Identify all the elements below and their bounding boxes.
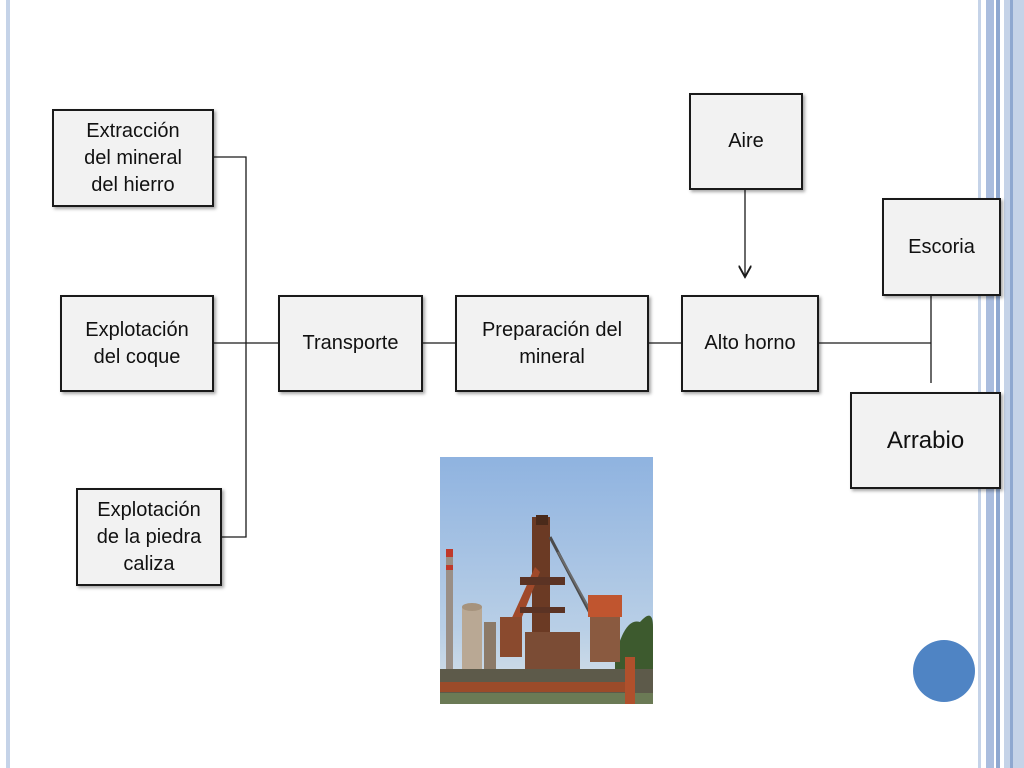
right-stripe-line — [1010, 0, 1013, 768]
blast-furnace-illustration — [440, 457, 653, 704]
right-stripe-dark — [996, 0, 1000, 768]
right-stripe-edge — [1004, 0, 1024, 768]
left-stripe — [6, 0, 10, 768]
node-preparacion: Preparación del mineral — [455, 295, 649, 392]
connector-extraccion — [214, 156, 247, 343]
right-stripe-thin — [978, 0, 981, 768]
connector-caliza — [222, 343, 247, 538]
accent-dot — [913, 640, 975, 702]
right-stripe-wide — [986, 0, 994, 768]
node-escoria: Escoria — [882, 198, 1001, 296]
node-transporte: Transporte — [278, 295, 423, 392]
node-coque: Explotación del coque — [60, 295, 214, 392]
node-aire: Aire — [689, 93, 803, 190]
blast-furnace-photo — [440, 457, 653, 704]
node-extraccion: Extracción del mineral del hierro — [52, 109, 214, 207]
node-alto-horno: Alto horno — [681, 295, 819, 392]
node-caliza: Explotación de la piedra caliza — [76, 488, 222, 586]
node-arrabio: Arrabio — [850, 392, 1001, 489]
